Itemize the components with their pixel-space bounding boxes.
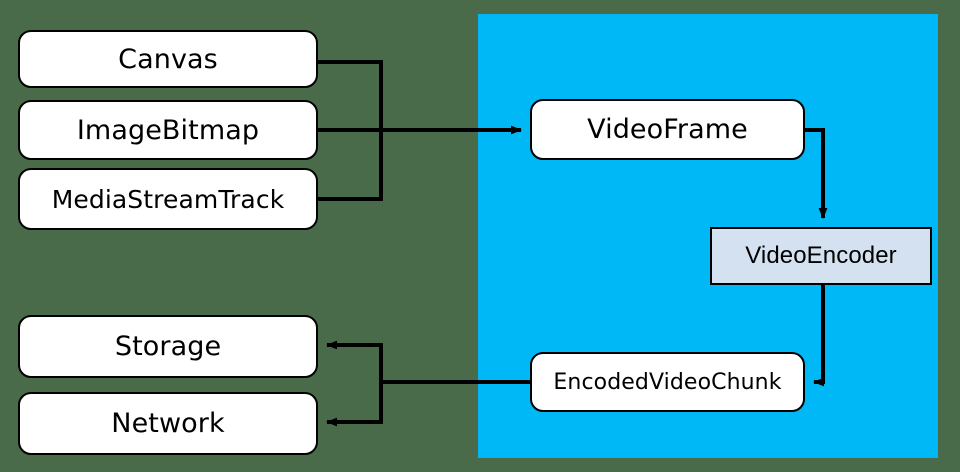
node-storage[interactable]: Storage	[18, 315, 318, 378]
node-video-encoder-label: VideoEncoder	[745, 242, 897, 269]
node-image-bitmap[interactable]: ImageBitmap	[18, 100, 318, 160]
node-image-bitmap-label: ImageBitmap	[76, 114, 260, 146]
edge-encodedvideochunk-to-sinks	[326, 340, 530, 427]
node-video-frame[interactable]: VideoFrame	[530, 99, 805, 160]
node-storage-label: Storage	[114, 331, 222, 362]
node-video-frame-label: VideoFrame	[587, 114, 748, 145]
node-network[interactable]: Network	[18, 392, 318, 455]
edge-videoencoder-to-encodedvideochunk	[813, 285, 825, 387]
node-canvas[interactable]: Canvas	[18, 30, 318, 88]
node-media-stream-track-label: MediaStreamTrack	[51, 184, 285, 214]
node-video-encoder[interactable]: VideoEncoder	[710, 227, 932, 285]
edge-sources-to-videoframe	[318, 60, 522, 201]
node-canvas-label: Canvas	[118, 43, 218, 75]
node-network-label: Network	[111, 408, 225, 439]
node-media-stream-track[interactable]: MediaStreamTrack	[18, 168, 318, 230]
node-encoded-video-chunk[interactable]: EncodedVideoChunk	[530, 352, 805, 412]
node-encoded-video-chunk-label: EncodedVideoChunk	[553, 369, 782, 395]
edge-videoframe-to-videoencoder	[805, 128, 828, 219]
